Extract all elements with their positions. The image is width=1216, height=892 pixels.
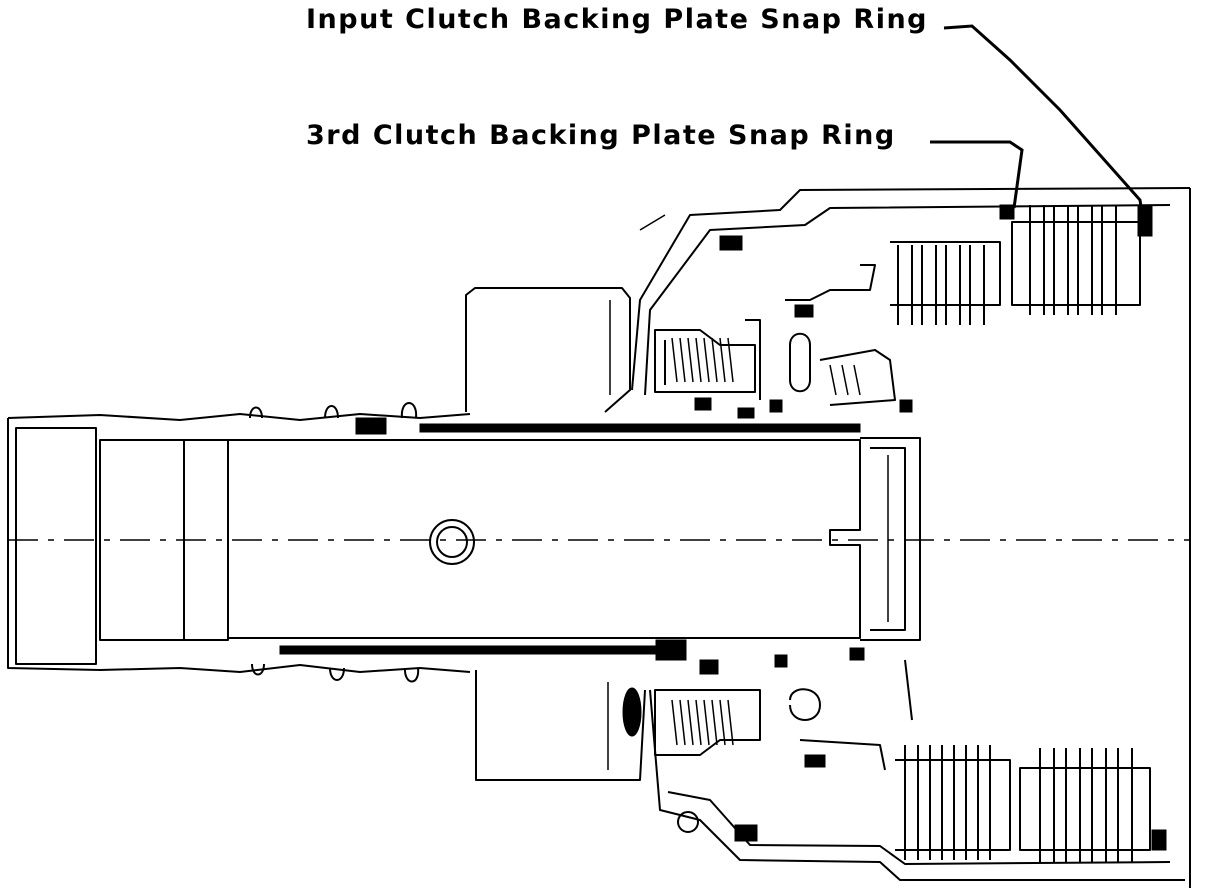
upper-piston-springs [654, 235, 913, 419]
upper-3rd-clutch-pack [890, 204, 1015, 325]
leader-input-clutch [943, 24, 1147, 233]
lower-input-clutch-pack [1019, 748, 1167, 862]
callout-3rd-clutch-snap-ring: 3rd Clutch Backing Plate Snap Ring [306, 120, 896, 151]
lower-hub [475, 670, 646, 781]
callout-input-clutch-snap-ring: Input Clutch Backing Plate Snap Ring [306, 4, 929, 35]
lower-3rd-clutch-pack [895, 745, 1011, 860]
leader-3rd-clutch [930, 140, 1024, 209]
upper-hub [465, 287, 631, 413]
lower-piston-springs [654, 647, 913, 842]
upper-input-clutch-pack [1011, 205, 1153, 315]
drum-housing [631, 187, 1191, 888]
leader-lines [930, 24, 1147, 233]
input-shaft [7, 402, 1190, 683]
